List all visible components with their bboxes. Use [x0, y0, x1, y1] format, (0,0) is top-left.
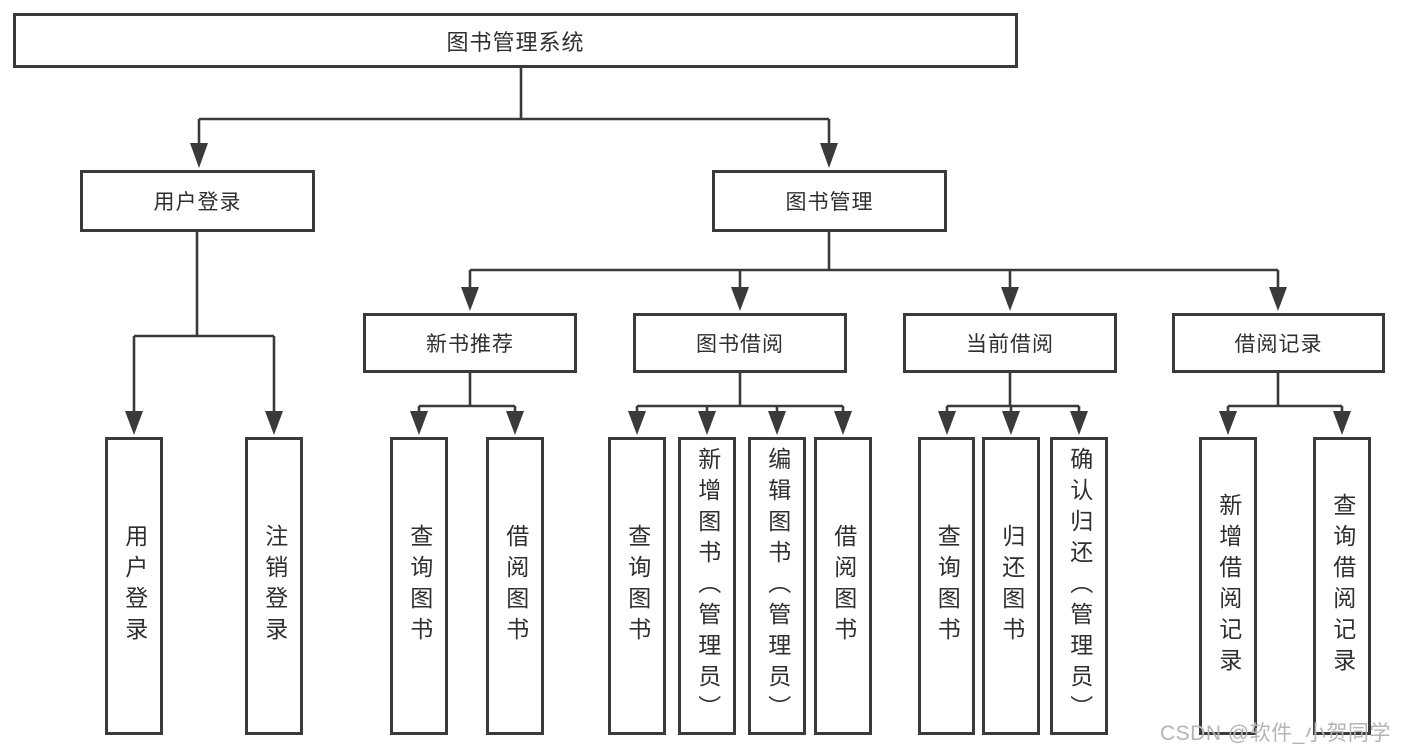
node-label: 注销登录 — [261, 524, 288, 648]
node-label: 借阅图书 — [830, 524, 857, 648]
node-label: 查询借阅记录 — [1329, 493, 1356, 679]
node-label: 图书借阅 — [696, 333, 784, 356]
node-label: 借阅图书 — [502, 524, 529, 648]
node-label: 确认归还（管理员） — [1066, 446, 1093, 726]
node-label: 新增借阅记录 — [1215, 493, 1242, 679]
node-library-management-system: 图书管理系统 — [13, 13, 1018, 68]
leaf-add-borrow-record: 新增借阅记录 — [1199, 437, 1257, 735]
node-label: 查询图书 — [406, 524, 433, 648]
leaf-logout: 注销登录 — [245, 437, 303, 735]
node-label: 编辑图书（管理员） — [764, 446, 791, 726]
node-label: 新书推荐 — [426, 333, 514, 356]
node-label: 用户登录 — [121, 524, 148, 648]
leaf-confirm-return-admin: 确认归还（管理员） — [1050, 437, 1108, 735]
leaf-query-borrow-record: 查询借阅记录 — [1313, 437, 1371, 735]
leaf-add-books-admin: 新增图书（管理员） — [678, 437, 736, 735]
node-label: 图书管理系统 — [446, 29, 585, 55]
leaf-return-books: 归还图书 — [982, 437, 1040, 735]
leaf-user-login: 用户登录 — [105, 437, 163, 735]
node-label: 新增图书（管理员） — [694, 446, 721, 726]
leaf-borrow-books: 借阅图书 — [814, 437, 872, 735]
leaf-query-books-borrowing: 查询图书 — [608, 437, 666, 735]
watermark: CSDN @软件_小贺同学 — [1160, 722, 1391, 745]
node-label: 归还图书 — [998, 524, 1025, 648]
node-label: 查询图书 — [934, 524, 961, 648]
node-label: 用户登录 — [153, 191, 242, 214]
node-label: 查询图书 — [624, 524, 651, 648]
node-new-book-recommendation: 新书推荐 — [363, 313, 577, 373]
leaf-edit-books-admin: 编辑图书（管理员） — [748, 437, 806, 735]
node-current-borrowing: 当前借阅 — [903, 313, 1117, 373]
node-label: 借阅记录 — [1234, 333, 1323, 356]
node-user-login-branch: 用户登录 — [80, 170, 315, 232]
node-borrowing-records: 借阅记录 — [1172, 313, 1385, 373]
node-book-borrowing: 图书借阅 — [633, 313, 847, 373]
node-label: 当前借阅 — [966, 333, 1054, 356]
leaf-query-books-current: 查询图书 — [918, 437, 975, 735]
node-book-management-branch: 图书管理 — [712, 170, 947, 232]
leaf-query-books-recommend: 查询图书 — [390, 437, 448, 735]
leaf-borrow-books-recommend: 借阅图书 — [486, 437, 544, 735]
node-label: 图书管理 — [785, 191, 874, 214]
